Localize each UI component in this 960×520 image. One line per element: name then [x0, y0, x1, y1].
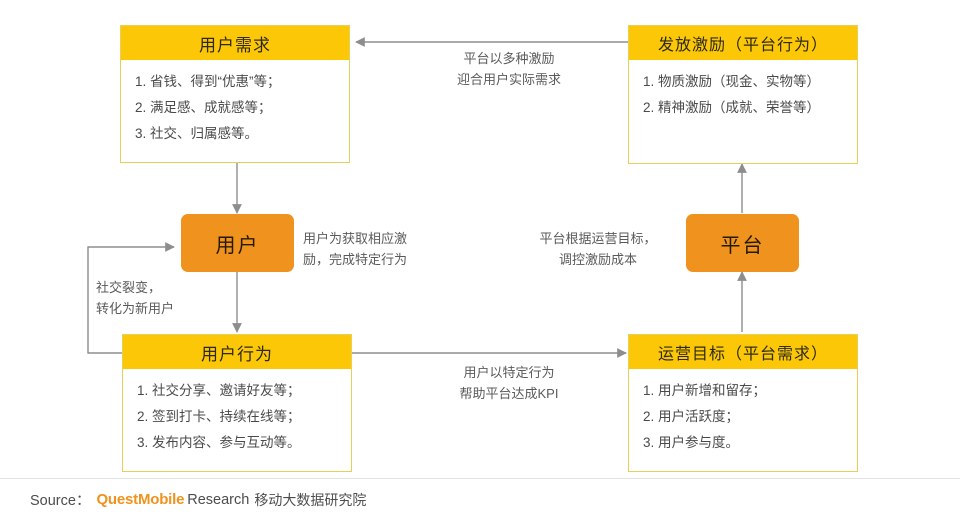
card-operation-goal[interactable]: 运营目标（平台需求） 1. 用户新增和留存； 2. 用户活跃度； 3. 用户参与…	[628, 334, 858, 472]
card-operation-goal-title: 运营目标（平台需求）	[629, 335, 857, 369]
footer-source: Source： QuestMobile Research 移动大数据研究院	[0, 478, 960, 520]
card-operation-goal-item-1: 1. 用户新增和留存；	[643, 383, 767, 398]
pill-user[interactable]: 用户	[181, 214, 294, 272]
footer-source-label: Source：	[30, 493, 91, 509]
footer-brand: QuestMobile	[96, 491, 185, 508]
card-user-needs-body: 1. 省钱、得到“优惠”等； 2. 满足感、成就感等； 3. 社交、归属感等。	[121, 60, 349, 153]
card-user-behavior-item-2: 2. 签到打卡、持续在线等；	[137, 409, 301, 424]
footer-institute: 移动大数据研究院	[254, 491, 367, 508]
card-user-behavior-item-3: 3. 发布内容、参与互动等。	[137, 435, 301, 450]
caption-user-to-behavior: 用户为获取相应激 励，完成特定行为	[303, 231, 408, 267]
card-issue-incentive-item-1: 1. 物质激励（现金、实物等）	[643, 74, 821, 89]
footer-research: Research	[187, 491, 250, 508]
card-issue-incentive[interactable]: 发放激励（平台行为） 1. 物质激励（现金、实物等） 2. 精神激励（成就、荣誉…	[628, 25, 858, 164]
card-user-needs-item-1: 1. 省钱、得到“优惠”等；	[135, 74, 281, 89]
card-issue-incentive-title: 发放激励（平台行为）	[629, 26, 857, 60]
card-user-needs[interactable]: 用户需求 1. 省钱、得到“优惠”等； 2. 满足感、成就感等； 3. 社交、归…	[120, 25, 350, 163]
card-issue-incentive-item-2: 2. 精神激励（成就、荣誉等）	[643, 100, 821, 115]
card-operation-goal-body: 1. 用户新增和留存； 2. 用户活跃度； 3. 用户参与度。	[629, 369, 857, 462]
caption-social-loop: 社交裂变， 转化为新用户	[96, 280, 175, 316]
card-user-needs-item-3: 3. 社交、归属感等。	[135, 126, 259, 141]
card-user-needs-title: 用户需求	[121, 26, 349, 60]
caption-platform-cost: 平台根据运营目标， 调控激励成本	[539, 231, 657, 267]
card-user-needs-item-2: 2. 满足感、成就感等；	[135, 100, 272, 115]
card-user-behavior-item-1: 1. 社交分享、邀请好友等；	[137, 383, 301, 398]
caption-top: 平台以多种激励 迎合用户实际需求	[456, 51, 561, 87]
card-operation-goal-item-3: 3. 用户参与度。	[643, 435, 740, 450]
pill-platform[interactable]: 平台	[686, 214, 799, 272]
caption-bottom: 用户以特定行为 帮助平台达成KPI	[459, 365, 559, 401]
card-user-behavior-body: 1. 社交分享、邀请好友等； 2. 签到打卡、持续在线等； 3. 发布内容、参与…	[123, 369, 351, 462]
card-user-behavior-title: 用户行为	[123, 335, 351, 369]
card-operation-goal-item-2: 2. 用户活跃度；	[643, 409, 740, 424]
card-user-behavior[interactable]: 用户行为 1. 社交分享、邀请好友等； 2. 签到打卡、持续在线等； 3. 发布…	[122, 334, 352, 472]
card-issue-incentive-body: 1. 物质激励（现金、实物等） 2. 精神激励（成就、荣誉等）	[629, 60, 857, 127]
